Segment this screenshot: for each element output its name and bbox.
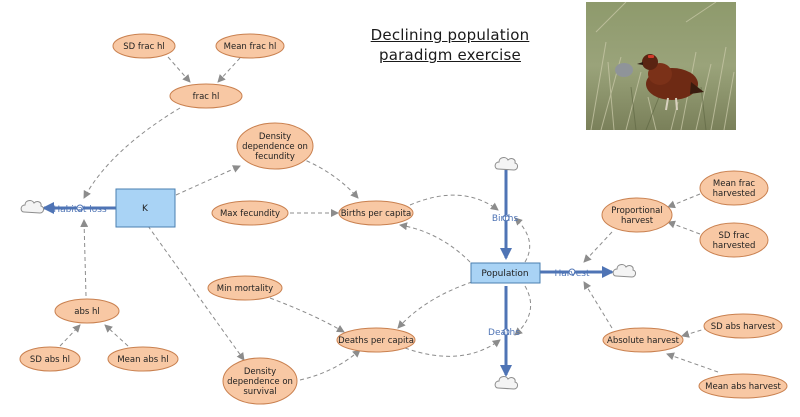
aux-proportional-harvest — [601, 197, 673, 233]
link-sd-frac-hl-to-frac-hl — [167, 56, 191, 83]
aux-absolute-harvest-label: Absolute harvest — [607, 336, 680, 346]
label-line: Density — [259, 132, 291, 142]
flow-valve-births — [502, 214, 510, 222]
cloud-icon — [494, 157, 518, 171]
flow-label-deaths: Deaths — [488, 328, 520, 338]
aux-mean-abs-hl-label: Mean abs hl — [117, 355, 168, 365]
aux-sd-abs-harvest — [703, 313, 783, 339]
aux-sd-abs-hl-label: SD abs hl — [30, 355, 70, 365]
link-min-mortality-to-deaths-per-capita — [269, 297, 345, 333]
link-deaths-per-capita-to-deaths — [404, 339, 501, 357]
diagram-title-line-2: paradigm exercise — [379, 46, 521, 64]
aux-max-fecundity — [211, 200, 289, 226]
aux-mean-abs-hl — [107, 346, 179, 372]
cloud-icon — [494, 376, 518, 390]
aux-mean-abs-harvest — [698, 373, 788, 399]
link-sd-frac-harvested-to-proportional-harvest — [667, 220, 701, 235]
link-mean-abs-hl-to-abs-hl — [104, 324, 129, 347]
flow-label-births: Births — [492, 214, 519, 224]
stock-population-label: Population — [481, 269, 528, 279]
stock-k-label: K — [142, 204, 149, 214]
aux-frac-hl-label: frac hl — [193, 92, 220, 102]
diagram-title-line-1: Declining population — [370, 26, 530, 44]
label-line: Mean frac — [713, 179, 756, 189]
link-dd-survival-to-deaths-per-capita — [299, 349, 361, 381]
aux-frac-hl — [169, 83, 243, 109]
flow-label-habitat-loss: Habitat loss — [53, 205, 107, 215]
aux-deaths-per-capita-label: Deaths per capita — [338, 336, 414, 346]
link-proportional-harvest-to-harvest — [583, 231, 613, 263]
label-line: fecundity — [255, 152, 295, 162]
aux-mean-frac-hl-label: Mean frac hl — [224, 42, 277, 52]
aux-dd-survival — [222, 357, 298, 405]
label-line: SD frac — [718, 231, 749, 241]
link-mean-frac-hl-to-frac-hl — [217, 57, 241, 83]
aux-sd-abs-harvest-label: SD abs harvest — [711, 322, 776, 332]
cloud-icon — [612, 264, 636, 278]
link-mean-frac-harvested-to-proportional-harvest — [667, 193, 701, 209]
flow-valve-harvest — [568, 268, 576, 276]
label-line: dependence on — [227, 377, 293, 387]
label-line: Density — [244, 367, 276, 377]
aux-absolute-harvest — [602, 327, 684, 353]
grouse-photo — [586, 2, 736, 130]
flow-valve-habitat-loss — [76, 204, 84, 212]
aux-min-mortality-label: Min mortality — [217, 284, 273, 294]
aux-births-per-capita-label: Births per capita — [341, 209, 412, 219]
link-births-per-capita-to-births — [409, 194, 499, 211]
label-line: harvested — [713, 241, 756, 251]
link-population-to-births-loop — [514, 217, 531, 263]
aux-mean-abs-harvest-label: Mean abs harvest — [705, 382, 781, 392]
stock-population — [470, 262, 541, 284]
aux-sd-frac-hl — [112, 33, 176, 59]
link-abs-hl-to-habitat-loss — [80, 219, 89, 297]
link-mean-abs-harvest-to-absolute-harvest — [666, 352, 719, 373]
aux-sd-frac-harvested — [699, 222, 769, 258]
flow-label-harvest: Harvest — [554, 269, 590, 279]
stock-k — [115, 188, 176, 228]
aux-max-fecundity-label: Max fecundity — [220, 209, 280, 219]
flow-valve-deaths — [502, 328, 510, 336]
link-sd-abs-harvest-to-absolute-harvest — [681, 327, 709, 338]
aux-abs-hl-label: abs hl — [74, 307, 99, 317]
aux-dd-fecundity — [236, 122, 314, 170]
aux-mean-frac-harvested — [699, 170, 769, 206]
label-line: Proportional — [611, 206, 662, 216]
aux-mean-frac-hl — [215, 33, 285, 59]
aux-sd-abs-hl — [19, 346, 81, 372]
link-frac-hl-to-habitat-loss — [83, 107, 181, 199]
label-line: harvest — [621, 216, 654, 226]
link-population-to-births-per-capita — [399, 222, 471, 263]
label-line: survival — [243, 387, 276, 397]
aux-abs-hl — [54, 298, 120, 324]
aux-deaths-per-capita — [336, 327, 416, 353]
aux-min-mortality — [207, 275, 283, 301]
cloud-icon — [20, 200, 44, 214]
link-sd-abs-hl-to-abs-hl — [59, 324, 81, 347]
link-population-to-deaths-per-capita — [397, 281, 473, 329]
aux-sd-frac-hl-label: SD frac hl — [123, 42, 164, 52]
label-line: dependence on — [242, 142, 308, 152]
link-dd-fecundity-to-births-per-capita — [299, 157, 359, 199]
link-absolute-harvest-to-harvest — [583, 281, 613, 329]
link-k-to-dd-fecundity — [175, 165, 241, 196]
link-population-to-deaths-loop — [514, 285, 532, 336]
aux-births-per-capita — [338, 200, 414, 226]
label-line: harvested — [713, 189, 756, 199]
